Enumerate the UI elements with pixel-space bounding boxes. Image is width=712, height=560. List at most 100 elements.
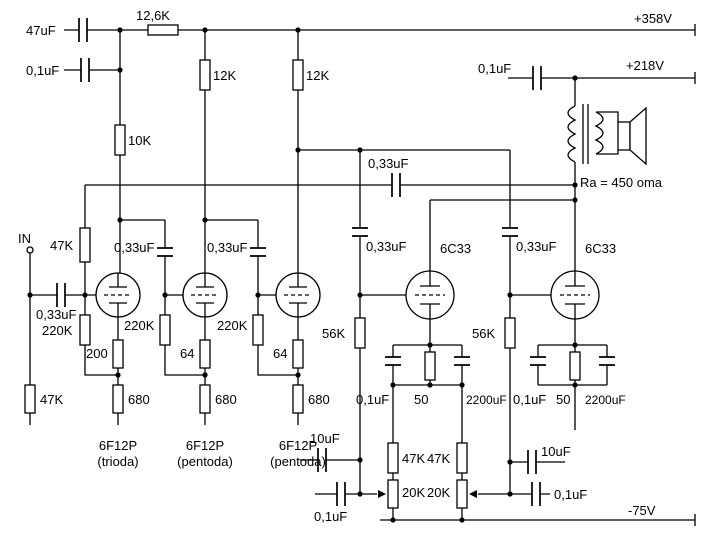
label-resistor-12K-v3: 12K <box>306 68 329 83</box>
label-resistor-50-2: 50 <box>556 392 570 407</box>
label-tube4: 6C33 <box>440 241 471 256</box>
label-input: IN <box>18 231 31 246</box>
label-tube3-mode: (pentoda) <box>270 454 326 469</box>
label-cap-2200uF-1: 2200uF <box>466 393 507 407</box>
pot1-wiper-arrow-icon <box>378 490 386 498</box>
label-cap-0.1uF-filter: 0,1uF <box>26 63 59 78</box>
tube-6F12P-3 <box>275 272 321 318</box>
tube4-electrodes <box>420 271 440 319</box>
resistor-47K-feedback <box>79 227 91 263</box>
resistor-50-cathode-out1 <box>424 351 436 381</box>
tube-6C33-2 <box>550 270 600 320</box>
resistor-12.6K-dropper <box>147 24 179 36</box>
tube-6C33-1 <box>405 270 455 320</box>
resistor-680-cathode3 <box>292 384 304 414</box>
label-cap-out1: 0,33uF <box>366 239 407 254</box>
resistor-220K-grid1 <box>79 314 91 346</box>
pot2-wiper-arrow-icon <box>469 490 477 498</box>
label-resistor-680-3: 680 <box>308 392 330 407</box>
resistor-47K-bias1 <box>387 442 399 474</box>
cap-2200uF-cath2 <box>599 356 615 366</box>
cap-0.1uF-cath1 <box>385 356 401 366</box>
label-cap-0.1uF-cath2: 0,1uF <box>513 392 546 407</box>
tube1-electrodes <box>109 273 127 317</box>
speaker-body <box>617 121 631 151</box>
resistor-47K-bias2 <box>456 442 468 474</box>
label-resistor-10K: 10K <box>128 133 151 148</box>
cap-0.33uF-out2 <box>502 227 518 237</box>
label-tube2-name: 6F12P <box>186 438 224 453</box>
pot-20K-bias2 <box>456 479 468 509</box>
resistor-56K-grid-out1 <box>354 317 366 349</box>
cap-0.33uF-input <box>56 283 66 307</box>
cap-0.33uF-couple12 <box>157 247 173 257</box>
speaker-icon <box>617 106 647 166</box>
label-resistor-220K-g2: 220K <box>124 318 155 333</box>
label-resistor-47K-feedback: 47K <box>50 238 73 253</box>
labels: 47uF 12,6K +358V 0,1uF 12K 12K 0,1uF +21… <box>18 8 672 524</box>
label-resistor-12.6K: 12,6K <box>136 8 170 23</box>
resistor-50-cathode-out2 <box>569 351 581 381</box>
cap-0.33uF-out1 <box>352 227 368 237</box>
label-cap-0.1uF-218: 0,1uF <box>478 61 511 76</box>
label-pot-20K-bias2: 20K <box>427 485 450 500</box>
output-transformer <box>567 104 604 164</box>
resistor-64-cathode2 <box>199 339 211 369</box>
label-resistor-56K-1: 56K <box>322 326 345 341</box>
label-resistor-50-1: 50 <box>414 392 428 407</box>
label-cap-couple23: 0,33uF <box>207 240 248 255</box>
resistor-12K-anode-v3 <box>292 59 304 91</box>
cap-0.33uF-feedback <box>391 173 401 197</box>
resistor-56K-grid-out2 <box>504 317 516 349</box>
cap-0.1uF-cath2 <box>530 356 546 366</box>
label-pot-20K-bias1: 20K <box>402 485 425 500</box>
input-terminal-circle <box>26 246 34 254</box>
input-terminal <box>26 246 34 254</box>
cap-0.1uF-bias2 <box>531 482 541 506</box>
transformer-primary-winding <box>567 105 577 163</box>
resistor-200-cathode1 <box>112 339 124 369</box>
cap-0.1uF-218rail <box>532 66 542 90</box>
cap-47uF-filter <box>78 18 88 42</box>
speaker-cone <box>629 106 647 166</box>
label-resistor-47K-bias1: 47K <box>402 451 425 466</box>
cap-10uF-bias1 <box>317 448 327 472</box>
tube-6F12P-2 <box>182 272 228 318</box>
label-resistor-12K-v2: 12K <box>213 68 236 83</box>
label-tube1-name: 6F12P <box>99 438 137 453</box>
label-cap-input: 0,33uF <box>36 307 77 322</box>
label-transformer-ra: Ra = 450 oma <box>580 175 663 190</box>
resistor-680-cathode2 <box>199 384 211 414</box>
label-resistor-56K-2: 56K <box>472 326 495 341</box>
label-cap-10uF-bias1: 10uF <box>310 431 340 446</box>
label-resistor-680-1: 680 <box>128 392 150 407</box>
pot-20K-bias1 <box>387 479 399 509</box>
label-tube2-mode: (pentoda) <box>177 454 233 469</box>
label-rail-minus75: -75V <box>628 503 656 518</box>
label-rail-plus218: +218V <box>626 58 664 73</box>
resistor-12K-anode-v2 <box>199 59 211 91</box>
resistor-680-cathode1 <box>112 384 124 414</box>
cap-0.33uF-couple23 <box>250 247 266 257</box>
label-resistor-64-v3: 64 <box>273 346 287 361</box>
label-cap-2200uF-2: 2200uF <box>585 393 626 407</box>
label-tube5: 6C33 <box>585 241 616 256</box>
resistors <box>24 24 581 509</box>
label-cap-couple12: 0,33uF <box>114 240 155 255</box>
transformer-secondary-winding <box>594 111 604 155</box>
cap-0.1uF-filter <box>80 58 90 82</box>
pot-arrows <box>378 490 477 498</box>
label-resistor-220K-g1: 220K <box>42 323 73 338</box>
label-resistor-680-2: 680 <box>215 392 237 407</box>
cap-10uF-bias2 <box>527 450 537 474</box>
label-resistor-47K-input: 47K <box>40 392 63 407</box>
label-tube1-mode: (trioda) <box>97 454 138 469</box>
junction-dots <box>27 27 578 523</box>
label-resistor-200: 200 <box>86 346 108 361</box>
label-resistor-64-v2: 64 <box>180 346 194 361</box>
tube5-electrodes <box>565 271 585 319</box>
label-tube3-name: 6F12P <box>279 438 317 453</box>
tube3-electrodes <box>289 273 307 317</box>
